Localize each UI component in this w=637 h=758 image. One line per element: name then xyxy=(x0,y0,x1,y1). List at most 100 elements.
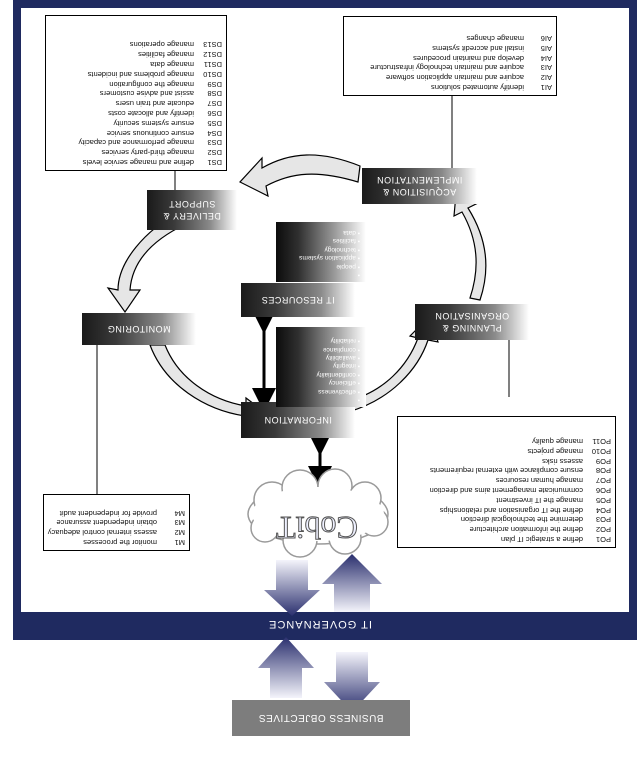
ai-process-item: AI1 identify automated solutions xyxy=(348,82,552,92)
po-process-code: PO1 xyxy=(595,535,611,544)
po-process-text: define the information architecture xyxy=(469,525,583,535)
ds-process-code: DS11 xyxy=(203,60,222,70)
ds-process-code: DS1 xyxy=(207,158,222,167)
monitoring-box: MONITORING xyxy=(82,313,196,345)
ds-process-text: manage the configuration xyxy=(109,79,194,89)
m-process-code: M3 xyxy=(174,518,185,528)
m-process-text: provide for independent audit xyxy=(59,508,157,518)
it-resources-box: IT RESOURCES xyxy=(241,283,355,317)
business-objectives-box xyxy=(232,700,410,736)
m-process-item: M3 obtain independent assurance xyxy=(48,518,186,528)
criteria-item: confidentiality xyxy=(282,369,360,378)
ai-process-text: install and accredit systems xyxy=(432,43,524,53)
ai-process-text: manage changes xyxy=(466,34,524,44)
ds-process-text: define and manage service levels xyxy=(82,158,194,167)
planning-organisation-box: PLANNING & ORGANISATION xyxy=(415,304,529,340)
ds-list-box: DS1 define and manage service levels DS2 ma… xyxy=(45,15,227,171)
po-process-item: PO6 communicate management aims and direc… xyxy=(402,485,611,495)
m-process-code: M2 xyxy=(174,528,185,538)
resource-item: data xyxy=(282,228,360,236)
resource-item: technology xyxy=(282,244,360,253)
ds-process-code: DS13 xyxy=(203,40,222,50)
criteria-item: efficiency xyxy=(282,378,360,386)
po-process-code: PO6 xyxy=(595,486,611,496)
it-governance-label: IT GOVERNANCE xyxy=(268,618,372,630)
ai-process-code: AI5 xyxy=(540,43,552,53)
ai-process-code: AI2 xyxy=(540,73,552,83)
ds-process-item: DS11 manage data xyxy=(50,59,222,69)
po-process-text: manage quality xyxy=(532,437,583,447)
po-process-item: PO3 determine the technological direction xyxy=(402,515,611,525)
criteria-list: effectivenessefficiencyconfidentialityin… xyxy=(276,327,366,407)
po-process-item: PO2 define the information architecture xyxy=(402,524,611,534)
po-process-text: ensure compliance with external requirem… xyxy=(430,466,583,476)
ds-process-text: manage data xyxy=(150,60,194,70)
ds-process-code: DS5 xyxy=(207,118,222,128)
m-process-text: obtain independent assurance xyxy=(56,518,158,528)
po-process-item: PO1 define a strategic IT plan xyxy=(402,534,611,544)
ds-process-code: DS8 xyxy=(207,89,222,99)
m-process-code: M1 xyxy=(174,538,185,547)
po-process-text: determine the technological direction xyxy=(460,515,583,525)
ds-process-code: DS2 xyxy=(207,148,222,158)
ds-process-text: ensure systems security xyxy=(113,118,194,128)
po-process-text: manage the IT investment xyxy=(496,495,583,505)
ai-process-code: AI6 xyxy=(540,34,552,44)
ds-process-item: DS7 educate and train users xyxy=(50,98,222,108)
ai-process-text: develop and maintain procedures xyxy=(413,53,524,63)
ai-process-code: AI1 xyxy=(540,83,552,92)
po-process-code: PO4 xyxy=(595,505,611,515)
ai-process-item: AI6 manage changes xyxy=(348,33,552,43)
ds-process-text: ensure continuous service xyxy=(106,128,194,138)
acquisition-implementation-box: ACQUISITION & IMPLEMENTATION xyxy=(362,168,477,204)
po-process-code: PO3 xyxy=(595,515,611,525)
criteria-item: availability xyxy=(282,353,360,361)
po-process-code: PO5 xyxy=(595,495,611,505)
down-arrow-right xyxy=(324,652,380,712)
up-arrow-right xyxy=(322,554,382,612)
criteria-item: integrity xyxy=(282,361,360,369)
ds-process-code: DS10 xyxy=(203,69,222,79)
ds-process-text: manage problems and incidents xyxy=(87,69,194,79)
ds-process-text: educate and train users xyxy=(115,99,194,109)
m-process-item: M1 monitor the processes xyxy=(48,537,185,547)
criteria-item: effectiveness xyxy=(282,386,360,395)
up-arrow-left xyxy=(258,637,314,698)
resource-item: facilities xyxy=(282,236,360,244)
ds-process-item: DS1 define and manage service levels xyxy=(50,157,222,167)
ds-process-code: DS4 xyxy=(207,128,222,138)
resources-list: peopleapplication systemstechnologyfacil… xyxy=(276,222,366,282)
po-process-code: PO2 xyxy=(595,525,611,535)
ai-process-text: identify automated solutions xyxy=(431,83,524,92)
resource-item: people xyxy=(282,261,360,270)
po-process-text: define a strategic IT plan xyxy=(501,535,583,544)
ds-process-code: DS7 xyxy=(207,99,222,109)
m-list-box: M1 monitor the processes M2 assess internal… xyxy=(43,494,190,551)
m-process-text: assess internal control adequacy xyxy=(47,528,157,538)
ds-process-text: manage facilities xyxy=(138,50,194,60)
business-objectives-label: BUSINESS OBJECTIVES xyxy=(258,712,384,724)
m-process-text: monitor the processes xyxy=(83,538,157,547)
po-process-code: PO7 xyxy=(595,476,611,486)
po-process-text: manage projects xyxy=(527,446,583,456)
po-process-text: communicate management aims and directio… xyxy=(429,486,583,496)
po-list-box: PO1 define a strategic IT plan PO2 define t… xyxy=(397,416,616,548)
ai-process-text: acquire and maintain technology infrastr… xyxy=(370,63,524,73)
po-process-text: assess risks xyxy=(542,456,583,466)
